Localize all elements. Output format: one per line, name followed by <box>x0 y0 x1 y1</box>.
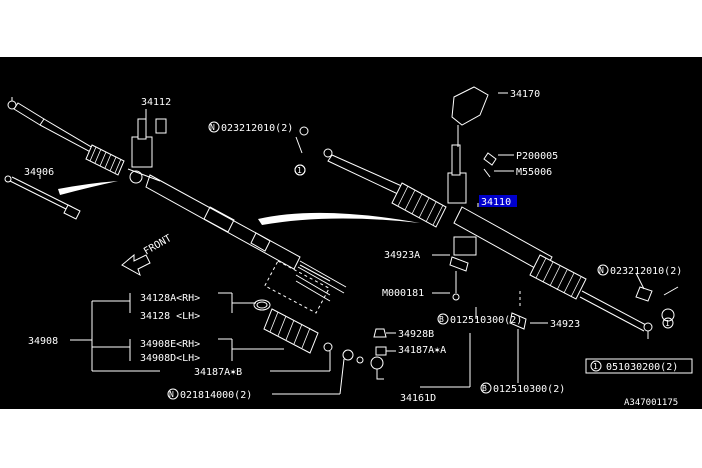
prefix-n-021814000: N <box>167 388 179 400</box>
label-34128-lh: 34128 <LH> <box>140 311 200 322</box>
dashed-rack-end <box>264 260 331 314</box>
svg-text:1: 1 <box>593 362 598 371</box>
label-021814000: 021814000(2) <box>180 390 252 401</box>
label-p200005: P200005 <box>516 151 558 162</box>
reference-swoosh-right <box>258 212 420 225</box>
legend-box: 1 051030200(2) <box>585 358 693 374</box>
leader-lines <box>39 92 645 395</box>
label-34112: 34112 <box>141 97 171 108</box>
left-bellows <box>85 144 125 176</box>
label-34110[interactable]: 34110 <box>481 197 511 208</box>
front-arrow: FRONT <box>121 233 174 277</box>
label-34128a-rh: 34128A<RH> <box>140 293 200 304</box>
diagram-canvas: FRONT <box>4 86 693 404</box>
label-34187a-a: 34187A✶A <box>398 345 446 356</box>
svg-text:1: 1 <box>297 166 302 175</box>
ball-joint-small <box>323 342 384 380</box>
boot-band <box>253 299 271 311</box>
left-pinion-housing <box>127 118 167 184</box>
label-023212010-top: 023212010(2) <box>221 123 293 134</box>
reference-swoosh-left <box>58 181 118 195</box>
right-tie-rod-end <box>323 148 405 196</box>
svg-text:N: N <box>210 123 215 132</box>
parts-diagram: FRONT <box>0 57 702 409</box>
label-34908d-lh: 34908D<LH> <box>140 353 200 364</box>
right-left-bellows <box>391 182 447 228</box>
right-outer-rod <box>579 290 653 339</box>
front-label: FRONT <box>142 233 174 258</box>
label-m000181: M000181 <box>382 288 424 299</box>
label-34908: 34908 <box>28 336 58 347</box>
label-34923: 34923 <box>550 319 580 330</box>
prefix-b-012510300-mid: B <box>437 313 449 325</box>
svg-text:B: B <box>439 315 444 324</box>
prefix-n-023212010-right: N <box>597 264 609 276</box>
label-34908e-rh: 34908E<RH> <box>140 339 200 350</box>
prefix-n-023212010-top: N <box>208 121 220 133</box>
label-34906: 34906 <box>24 167 54 178</box>
left-rack-tube <box>145 174 347 294</box>
svg-text:N: N <box>169 390 174 399</box>
right-pinion-housing <box>447 86 489 204</box>
label-051030200: 051030200(2) <box>606 362 678 373</box>
prefix-b-012510300-bot: B <box>480 382 492 394</box>
label-m55006: M55006 <box>516 167 552 178</box>
callout-1-left: 1 <box>294 164 306 176</box>
label-34923a: 34923A <box>384 250 420 261</box>
svg-text:1: 1 <box>665 319 670 328</box>
callout-1-right: 1 <box>662 317 674 329</box>
small-boot <box>263 308 319 354</box>
label-34187a-b: 34187A✶B <box>194 367 242 378</box>
left-tie-rod-end <box>7 97 99 156</box>
svg-text:B: B <box>482 384 487 393</box>
label-012510300-mid: 012510300(2) <box>450 315 522 326</box>
svg-text:N: N <box>599 266 604 275</box>
right-right-bellows <box>529 254 587 300</box>
label-012510300-bot: 012510300(2) <box>493 384 565 395</box>
inner-tie-rod-34906 <box>4 175 81 220</box>
label-023212010-right: 023212010(2) <box>610 266 682 277</box>
selected-highlight <box>479 195 517 207</box>
label-34170: 34170 <box>510 89 540 100</box>
label-34928b: 34928B <box>398 329 434 340</box>
reference-code: A347001175 <box>624 398 679 408</box>
label-34161d: 34161D <box>400 393 436 404</box>
